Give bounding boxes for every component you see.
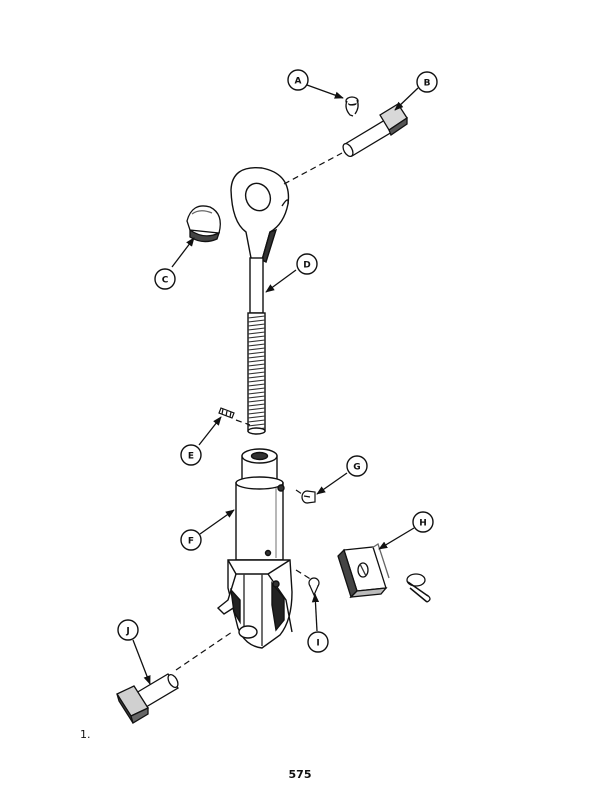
callout-e: E — [180, 444, 202, 466]
callout-i: I — [307, 631, 329, 653]
step-number: 1. — [80, 728, 91, 741]
page-number: 575 — [288, 768, 312, 781]
svg-text:E: E — [188, 452, 194, 462]
svg-text:D: D — [303, 261, 310, 271]
svg-text:A: A — [295, 77, 302, 87]
part-g-screw — [301, 490, 316, 504]
callout-c: C — [154, 268, 176, 290]
callout-j: J — [117, 619, 139, 641]
callout-f: F — [180, 529, 202, 551]
callout-b: B — [416, 71, 438, 93]
svg-text:F: F — [188, 537, 194, 547]
part-d-eye-bolt — [230, 166, 290, 435]
part-a-spring-clip — [345, 96, 359, 117]
svg-text:H: H — [419, 519, 427, 529]
svg-text:G: G — [353, 463, 360, 473]
assembly-dashed-lines — [175, 152, 343, 671]
svg-text:C: C — [162, 276, 169, 286]
part-j-clevis-pin — [116, 673, 179, 724]
callout-h: H — [412, 511, 434, 533]
part-c-bumper-ball — [186, 205, 221, 243]
callout-a: A — [287, 69, 309, 91]
leader-lines — [132, 84, 419, 685]
svg-text:J: J — [125, 627, 129, 637]
part-f-clevis-body — [216, 448, 293, 649]
svg-text:B: B — [424, 79, 431, 89]
callout-g: G — [346, 455, 368, 477]
svg-text:I: I — [316, 639, 319, 649]
part-e-set-screw — [218, 407, 235, 419]
part-b-clevis-pin — [342, 103, 408, 158]
callout-d: D — [296, 253, 318, 275]
part-h-lock-plate — [337, 542, 431, 603]
part-i-screw — [308, 577, 320, 597]
